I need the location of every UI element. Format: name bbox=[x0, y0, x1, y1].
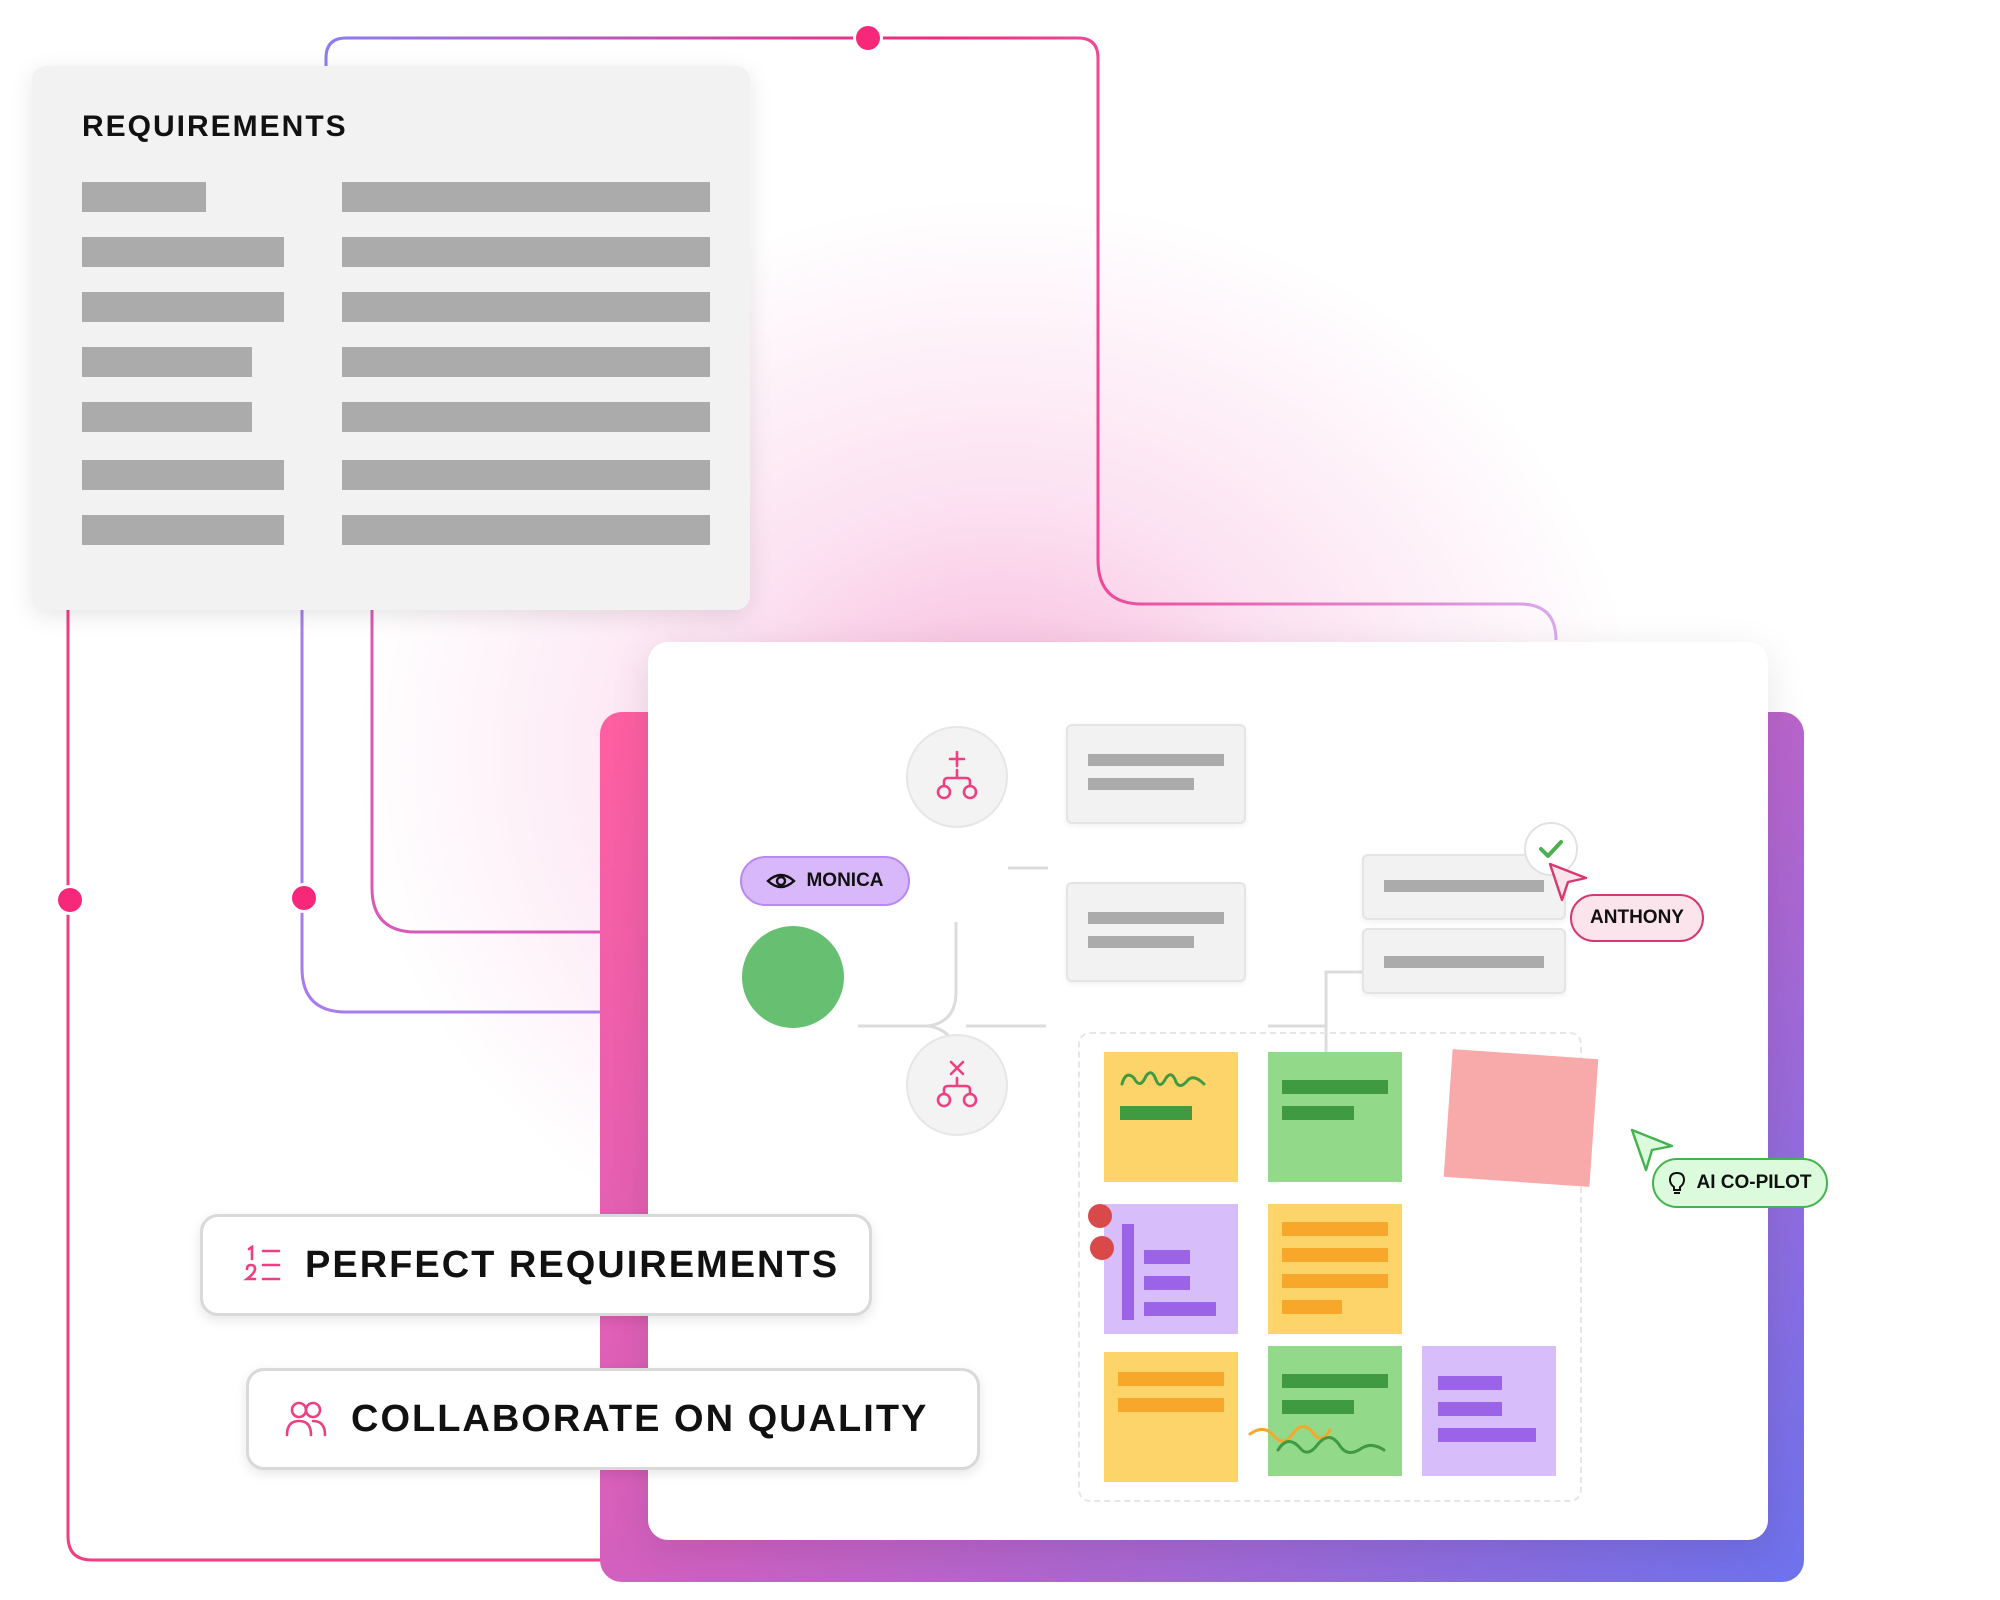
ai-copilot-tag: AI CO-PILOT bbox=[1652, 1158, 1828, 1208]
check-icon bbox=[1539, 840, 1563, 858]
node-box[interactable] bbox=[1066, 724, 1246, 824]
sticky-line bbox=[1282, 1300, 1342, 1314]
placeholder-bar bbox=[82, 237, 284, 267]
add-branch-node[interactable] bbox=[906, 726, 1008, 828]
placeholder-bar bbox=[342, 460, 710, 490]
placeholder-bar bbox=[82, 460, 284, 490]
feature-label: PERFECT REQUIREMENTS bbox=[305, 1243, 840, 1286]
sticky-line bbox=[1282, 1400, 1354, 1414]
monica-label: MONICA bbox=[806, 870, 884, 891]
sticky-line bbox=[1282, 1374, 1388, 1388]
sticky-line bbox=[1282, 1222, 1388, 1236]
placeholder-line bbox=[1088, 778, 1194, 790]
connector-dot bbox=[856, 26, 880, 50]
connector-dot bbox=[292, 886, 316, 910]
scribble-icon bbox=[1120, 1071, 1206, 1087]
remove-branch-icon bbox=[936, 1060, 978, 1108]
numbered-list-icon bbox=[243, 1245, 281, 1281]
cursor-arrow-icon bbox=[1630, 1128, 1674, 1172]
sticky-line bbox=[1144, 1276, 1190, 1290]
sticky-line bbox=[1144, 1250, 1190, 1264]
placeholder-bar bbox=[82, 292, 284, 322]
users-icon bbox=[285, 1401, 327, 1437]
sticky-note[interactable] bbox=[1268, 1346, 1402, 1476]
sticky-line bbox=[1118, 1398, 1224, 1412]
sticky-note[interactable] bbox=[1268, 1204, 1402, 1334]
sticky-note[interactable] bbox=[1104, 1204, 1238, 1334]
approved-badge bbox=[1524, 822, 1578, 876]
root-node[interactable] bbox=[742, 926, 844, 1028]
scribble-icon bbox=[1248, 1425, 1386, 1454]
board-card: MONICA ANTHONY bbox=[648, 642, 1828, 1540]
placeholder-line bbox=[1384, 880, 1544, 892]
requirements-title: REQUIREMENTS bbox=[82, 110, 348, 143]
placeholder-bar bbox=[82, 347, 252, 377]
anthony-tag: ANTHONY bbox=[1570, 894, 1704, 942]
sticky-line bbox=[1282, 1274, 1388, 1288]
placeholder-line bbox=[1088, 936, 1194, 948]
sticky-line bbox=[1120, 1106, 1192, 1120]
placeholder-bar bbox=[342, 402, 710, 432]
sticky-note[interactable] bbox=[1104, 1052, 1238, 1182]
sticky-note[interactable] bbox=[1268, 1052, 1402, 1182]
sticky-line bbox=[1438, 1402, 1502, 1416]
sticky-line bbox=[1282, 1080, 1388, 1094]
placeholder-line bbox=[1088, 754, 1224, 766]
feature-collaborate-on-quality: COLLABORATE ON QUALITY bbox=[246, 1368, 980, 1470]
eye-icon bbox=[766, 873, 797, 889]
placeholder-bar bbox=[82, 402, 252, 432]
add-branch-icon bbox=[936, 750, 978, 800]
comment-dot[interactable] bbox=[1090, 1236, 1114, 1260]
placeholder-bar bbox=[342, 182, 710, 212]
sticky-area bbox=[1078, 1032, 1582, 1502]
placeholder-bar bbox=[342, 292, 710, 322]
sticky-line bbox=[1118, 1372, 1224, 1386]
placeholder-bar bbox=[82, 515, 284, 545]
feature-label: COLLABORATE ON QUALITY bbox=[351, 1397, 929, 1440]
placeholder-bar bbox=[342, 515, 710, 545]
ai-copilot-label: AI CO-PILOT bbox=[1696, 1172, 1812, 1193]
requirements-card: REQUIREMENTS bbox=[32, 66, 750, 610]
remove-branch-node[interactable] bbox=[906, 1034, 1008, 1136]
cursor-arrow-icon bbox=[1548, 862, 1588, 902]
node-box[interactable] bbox=[1066, 882, 1246, 982]
monica-tag: MONICA bbox=[740, 856, 910, 906]
placeholder-line bbox=[1088, 912, 1224, 924]
sticky-bar bbox=[1122, 1224, 1134, 1320]
sticky-line bbox=[1438, 1376, 1502, 1390]
sticky-line bbox=[1144, 1302, 1216, 1316]
sticky-note[interactable] bbox=[1443, 1049, 1599, 1187]
connector-dot bbox=[58, 888, 82, 912]
placeholder-bar bbox=[342, 347, 710, 377]
anthony-label: ANTHONY bbox=[1590, 907, 1684, 928]
lightbulb-icon bbox=[1669, 1171, 1686, 1194]
placeholder-line bbox=[1384, 956, 1544, 968]
sticky-line bbox=[1438, 1428, 1536, 1442]
placeholder-bar bbox=[342, 237, 710, 267]
feature-perfect-requirements: PERFECT REQUIREMENTS bbox=[200, 1214, 872, 1316]
sticky-line bbox=[1282, 1106, 1354, 1120]
comment-dot[interactable] bbox=[1088, 1204, 1112, 1228]
sticky-note[interactable] bbox=[1422, 1346, 1556, 1476]
placeholder-bar bbox=[82, 182, 206, 212]
sticky-note[interactable] bbox=[1104, 1352, 1238, 1482]
sticky-line bbox=[1282, 1248, 1388, 1262]
node-box[interactable] bbox=[1362, 928, 1566, 994]
